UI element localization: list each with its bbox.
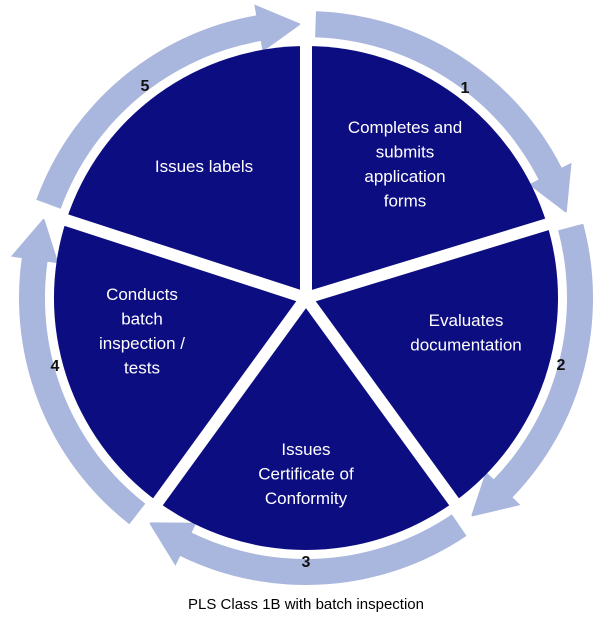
cycle-arrow-icon (470, 223, 594, 517)
step-1-label-line: Completes and (348, 118, 462, 137)
step-2-number: 2 (557, 357, 566, 374)
segment-separators (22, 2, 591, 542)
step-3-label-line: Conformity (265, 489, 348, 508)
cycle-arrow-icon (315, 11, 572, 214)
step-4-label: Conducts batch inspection / tests (99, 285, 185, 378)
cycle-segment-1 (306, 46, 547, 298)
step-3-label-line: Certificate of (258, 465, 354, 484)
step-5-number: 5 (141, 78, 150, 95)
step-2-label-line: Evaluates (429, 311, 504, 330)
segment-labels: Completes and submits application formsEval… (99, 118, 522, 508)
step-4-label-line: Conducts (106, 285, 178, 304)
step-1-label-line: submits (376, 143, 435, 162)
step-4-label-line: inspection / (99, 334, 185, 353)
diagram-caption: PLS Class 1B with batch inspection (188, 596, 424, 613)
cycle-arrow-icon (36, 4, 302, 209)
segment-separator (304, 205, 591, 304)
cycle-ring (10, 4, 594, 586)
cycle-segment-2 (306, 224, 559, 502)
step-4-number: 4 (51, 358, 60, 375)
step-2-label-line: documentation (410, 336, 522, 355)
center-hub (299, 291, 313, 305)
cycle-segment-4 (53, 220, 306, 502)
step-3-number: 3 (302, 554, 311, 571)
step-3-label-line: Issues (281, 440, 330, 459)
cycle-arrow-icon (10, 217, 146, 525)
step-numbers: 1 2 3 4 5 (51, 78, 566, 571)
step-1-label-line: forms (384, 192, 427, 211)
step-1-label: Completes and submits application forms (348, 118, 462, 211)
segment-separator (127, 294, 311, 542)
step-5-label-line: Issues labels (155, 157, 253, 176)
step-1-number: 1 (461, 80, 470, 97)
step-5-label: Issues labels (155, 157, 253, 176)
step-4-label-line: batch (121, 310, 163, 329)
step-2-label: Evaluates documentation (410, 311, 522, 355)
step-1-label-line: application (364, 167, 445, 186)
segment-separator (301, 294, 485, 542)
cycle-arrow-icon (148, 514, 467, 586)
cycle-segment-3 (157, 298, 455, 551)
step-4-label-line: tests (124, 359, 160, 378)
segment-separator (22, 200, 308, 304)
